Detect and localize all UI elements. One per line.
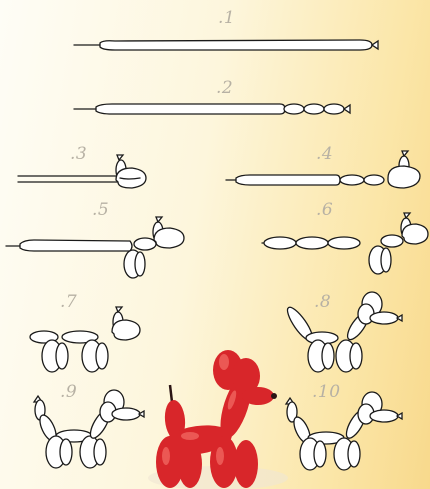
step-5-balloon-icon	[6, 217, 184, 278]
step-6-balloon-icon	[262, 213, 428, 274]
step-1-balloon-icon	[74, 40, 378, 50]
step-8-balloon-icon	[284, 292, 402, 372]
red-balloon-dog-photo-icon	[148, 350, 288, 489]
step-10-balloon-icon	[286, 392, 402, 470]
step-2-balloon-icon	[74, 104, 350, 114]
step-7-balloon-icon	[30, 307, 140, 372]
step-9-balloon-icon	[34, 390, 144, 468]
step-4-balloon-icon	[226, 151, 420, 188]
step-3-balloon-icon	[18, 155, 146, 188]
